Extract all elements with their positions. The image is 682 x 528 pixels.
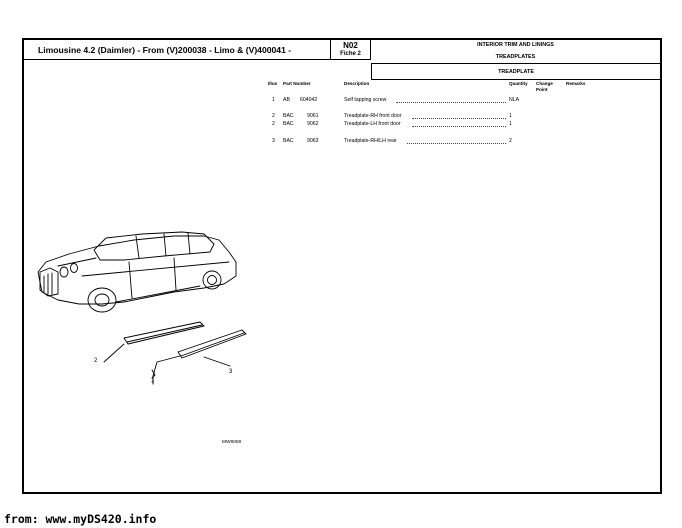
section-title: TREADPLATES	[371, 50, 660, 64]
row3-quantity: 1	[509, 121, 512, 127]
row3-prefix: BAC	[283, 121, 294, 127]
col-illus: Illus	[268, 81, 278, 86]
col-part-number: Part Number	[283, 81, 311, 86]
callout-1: 1	[151, 378, 155, 384]
row4-prefix: BAC	[283, 138, 294, 144]
row3-number: 9062	[307, 121, 319, 127]
row2-quantity: 1	[509, 113, 512, 119]
section-header: INTERIOR TRIM AND LININGS TREADPLATES TR…	[371, 40, 660, 82]
row1-leader	[396, 102, 506, 103]
row3-description: Treadplate-LH front door	[344, 121, 401, 127]
row4-quantity: 2	[509, 138, 512, 144]
page-code: N02	[343, 41, 358, 50]
car-treadplate-illustration	[37, 231, 247, 385]
row1-number: 604042	[300, 97, 318, 103]
row2-prefix: BAC	[283, 113, 294, 119]
model-title: Limousine 4.2 (Daimler) - From (V)200038…	[24, 40, 331, 60]
col-quantity: Quantity	[509, 81, 528, 86]
col-remarks: Remarks	[566, 81, 586, 86]
parts-sheet: Limousine 4.2 (Daimler) - From (V)200038…	[22, 38, 662, 494]
row2-leader	[412, 118, 506, 119]
drawing-reference: MW9059	[222, 440, 242, 445]
col-description: Description	[344, 81, 370, 86]
row3-leader	[412, 126, 506, 127]
fiche-code-box: N02 Fiche 2	[331, 40, 371, 60]
fiche-number: Fiche 2	[340, 51, 361, 57]
row4-description: Treadplate-RH/LH rear	[344, 138, 397, 144]
row4-illus: 3	[272, 138, 275, 144]
row1-illus: 1	[272, 97, 275, 103]
group-title: INTERIOR TRIM AND LININGS	[477, 42, 554, 48]
row2-illus: 2	[272, 113, 275, 119]
source-watermark: from: www.myDS420.info	[4, 512, 157, 526]
row4-leader	[407, 143, 506, 144]
callout-3: 3	[229, 369, 233, 375]
row3-illus: 2	[272, 121, 275, 127]
row2-number: 9061	[307, 113, 319, 119]
col-change-point: Change Point	[536, 81, 553, 92]
row1-prefix: AB	[283, 97, 290, 103]
row1-description: Self tapping screw	[344, 97, 387, 103]
row1-quantity: NLA	[509, 97, 520, 103]
row4-number: 9063	[307, 138, 319, 144]
subsection-title: TREADPLATE	[371, 64, 660, 80]
callout-2: 2	[94, 358, 98, 364]
row2-description: Treadplate-RH front door	[344, 113, 402, 119]
